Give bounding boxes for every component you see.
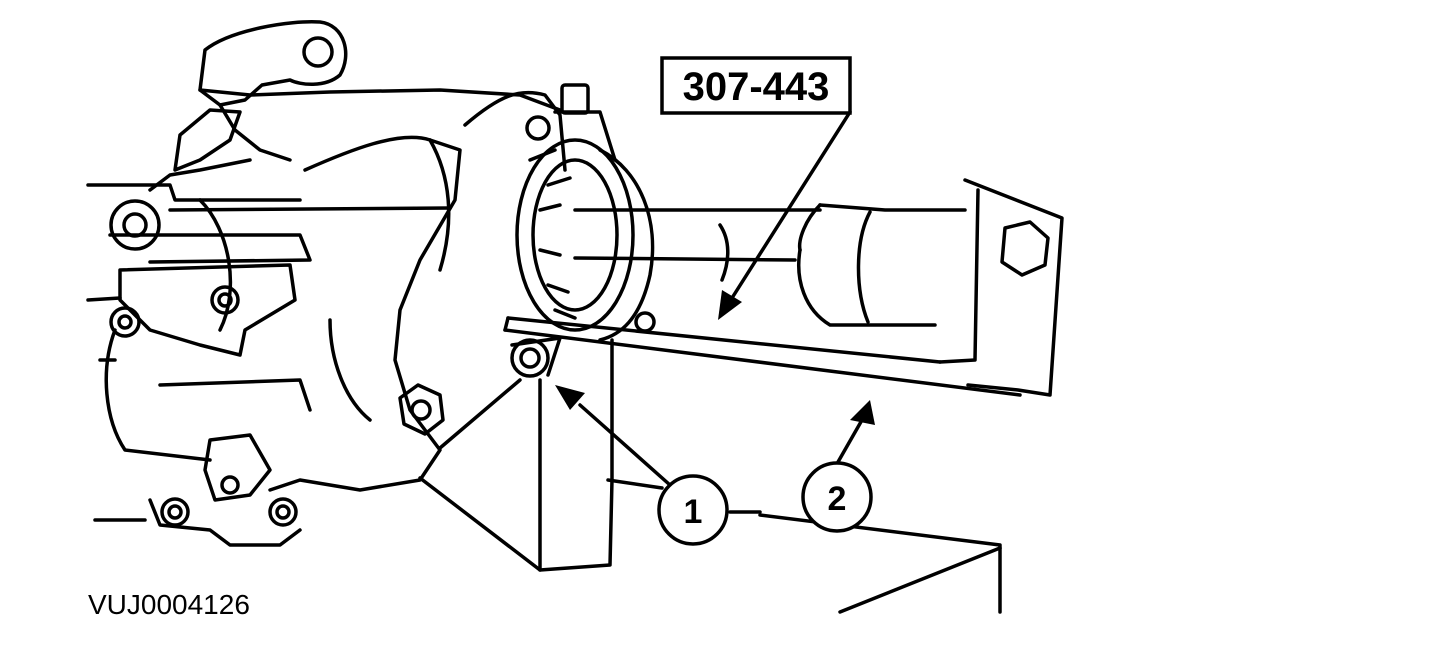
output-flange bbox=[515, 138, 656, 342]
callout-1-number: 1 bbox=[684, 493, 703, 531]
arrow-head-1 bbox=[555, 385, 585, 410]
leader-lines bbox=[578, 110, 864, 514]
arrow-head-2 bbox=[850, 400, 875, 425]
figure-id: VUJ0004126 bbox=[88, 589, 250, 620]
retaining-bolt bbox=[510, 336, 562, 378]
differential-housing bbox=[86, 19, 617, 547]
tool-label-box: 307-443 bbox=[660, 56, 852, 115]
arrow-head-tool bbox=[718, 290, 742, 320]
callout-2: 2 bbox=[801, 461, 873, 533]
callout-1: 1 bbox=[657, 474, 729, 546]
tool-label: 307-443 bbox=[683, 65, 830, 109]
special-tool-307-443 bbox=[503, 178, 1064, 397]
callout-2-number: 2 bbox=[828, 480, 847, 518]
